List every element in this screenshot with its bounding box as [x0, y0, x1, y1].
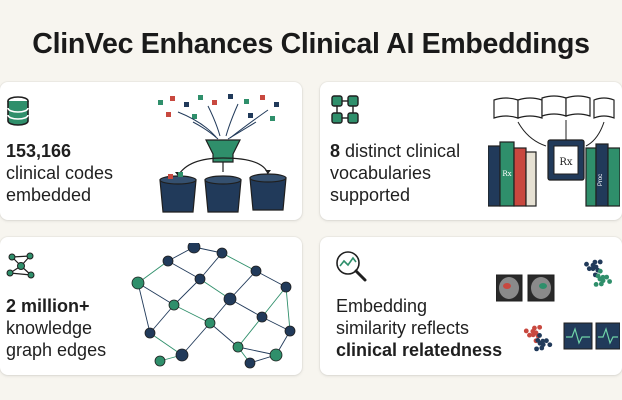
graph-edge: [137, 282, 151, 334]
graph-node: [162, 255, 174, 267]
page-title: ClinVec Enhances Clinical AI Embeddings: [32, 28, 590, 60]
cluster-dot: [597, 268, 603, 274]
vocabulary-books-illustration: Rx Rx Proc: [488, 95, 620, 207]
vocab-count: 8: [330, 141, 341, 161]
cluster-dot: [547, 342, 553, 348]
graph-edge: [167, 260, 201, 280]
cluster-dot: [535, 337, 541, 343]
graph-node: [168, 299, 180, 311]
proc-label: Proc: [598, 174, 604, 186]
graph-node: [154, 355, 166, 367]
graph-edge: [181, 322, 211, 356]
graph-node: [269, 348, 283, 362]
graph-edge: [221, 252, 257, 272]
codes-count: 153,166: [6, 141, 72, 161]
similarity-highlight: clinical relatedness: [336, 340, 503, 360]
graph-edge: [173, 304, 211, 324]
cluster-dot: [592, 259, 598, 265]
cluster-dot: [597, 259, 603, 265]
card-vocabularies: 8 distinct clinical vocabularies support…: [320, 82, 622, 220]
graph-node: [284, 325, 296, 337]
card-clinical-codes: 153,166 clinical codes embedded: [0, 82, 302, 220]
graph-node: [223, 292, 237, 306]
edges-line-2: graph edges: [6, 340, 107, 360]
vocab-line-0: distinct clinical: [345, 141, 461, 161]
cluster-dot: [586, 266, 592, 272]
similarity-line-2: similarity reflects: [336, 318, 470, 338]
card-knowledge-graph: 2 million+ knowledge graph edges: [0, 237, 302, 375]
cluster-dot: [584, 261, 589, 267]
cluster-dot: [600, 274, 606, 280]
graph-node: [244, 357, 256, 369]
graph-edge: [149, 304, 175, 334]
cluster-dot: [539, 345, 545, 351]
card-similarity: Embedding similarity reflects clinical r…: [320, 237, 622, 375]
graph-node: [187, 243, 201, 254]
cluster-dot: [532, 325, 537, 331]
graph-node: [144, 327, 156, 339]
cluster-dot: [607, 279, 613, 284]
knowledge-graph-illustration: [131, 243, 296, 369]
graph-edge: [255, 270, 287, 288]
codes-line-1: clinical codes: [6, 163, 114, 183]
cluster-dot: [544, 338, 549, 344]
rx-label-center: Rx: [559, 157, 573, 168]
cluster-dot: [595, 273, 601, 279]
graph-edge: [237, 316, 263, 348]
magnifier-chart-icon: [336, 251, 367, 282]
rx-label-left: Rx: [502, 170, 511, 178]
cluster-dot: [523, 328, 529, 334]
vocab-line-1: vocabularies: [330, 163, 432, 183]
codes-line-2: embedded: [6, 185, 92, 205]
edges-count: 2 million+: [6, 296, 90, 316]
graph-edge: [261, 286, 287, 318]
graph-edge: [173, 278, 201, 306]
graph-node: [280, 281, 292, 293]
graph-node: [232, 341, 244, 353]
graph-edge: [237, 346, 277, 356]
cluster-dot: [537, 332, 542, 338]
cluster-dot: [593, 282, 599, 287]
graph-node: [131, 276, 145, 290]
knowledge-graph-icon: [6, 252, 35, 279]
graph-edge: [285, 286, 291, 332]
cluster-dot: [537, 324, 543, 330]
graph-node: [175, 348, 189, 362]
graph-node: [216, 247, 228, 259]
cluster-dot: [598, 281, 604, 287]
cluster-dot: [604, 274, 610, 280]
graph-node: [194, 273, 206, 285]
database-icon: [7, 96, 29, 126]
edges-line-1: knowledge: [6, 318, 93, 338]
graph-edge: [199, 252, 223, 280]
cluster-dot: [534, 346, 539, 352]
graph-node: [204, 317, 216, 329]
graph-edge: [209, 322, 239, 348]
cluster-dot: [590, 266, 596, 272]
cluster-dot: [527, 332, 532, 338]
similarity-illustration: [496, 259, 620, 352]
graph-node: [256, 311, 268, 323]
graph-node: [250, 265, 262, 277]
codes-funnel-illustration: [158, 94, 287, 213]
vocabulary-network-icon: [331, 95, 359, 124]
similarity-line-1: Embedding: [336, 296, 428, 316]
vocab-line-2: supported: [330, 185, 411, 205]
graph-edge: [149, 332, 183, 356]
graph-edge: [137, 282, 175, 306]
